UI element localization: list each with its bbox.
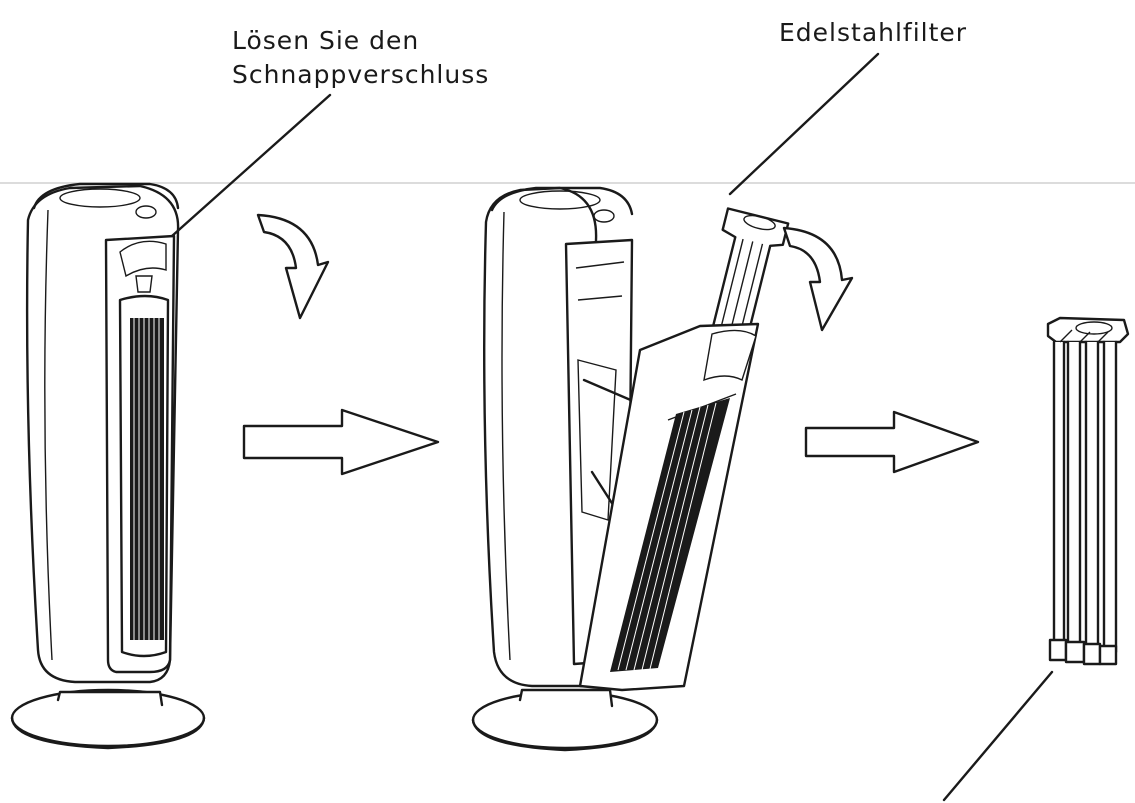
- removed-stainless-filter: [1046, 316, 1130, 666]
- rotate-arrow-2: [782, 226, 854, 332]
- rotate-arrow-1: [256, 213, 330, 320]
- right-arrow-2: [804, 410, 980, 474]
- air-purifier-open: [471, 186, 790, 752]
- filter-leader-line: [728, 52, 880, 196]
- air-purifier-closed: [10, 182, 206, 750]
- snap-release-label-line1: Lösen Sie den: [232, 26, 420, 55]
- stainless-filter-label: Edelstahlfilter: [779, 18, 968, 47]
- removed-filter-leader-line: [942, 670, 1054, 802]
- right-arrow-1: [242, 408, 440, 476]
- snap-release-label-line2: Schnappverschluss: [232, 60, 490, 89]
- snap-latch: [119, 240, 167, 278]
- tower1-grille: [130, 318, 164, 640]
- snap-leader-line: [170, 93, 332, 238]
- snap-release-label: Lösen Sie den Schnappverschluss: [232, 24, 489, 92]
